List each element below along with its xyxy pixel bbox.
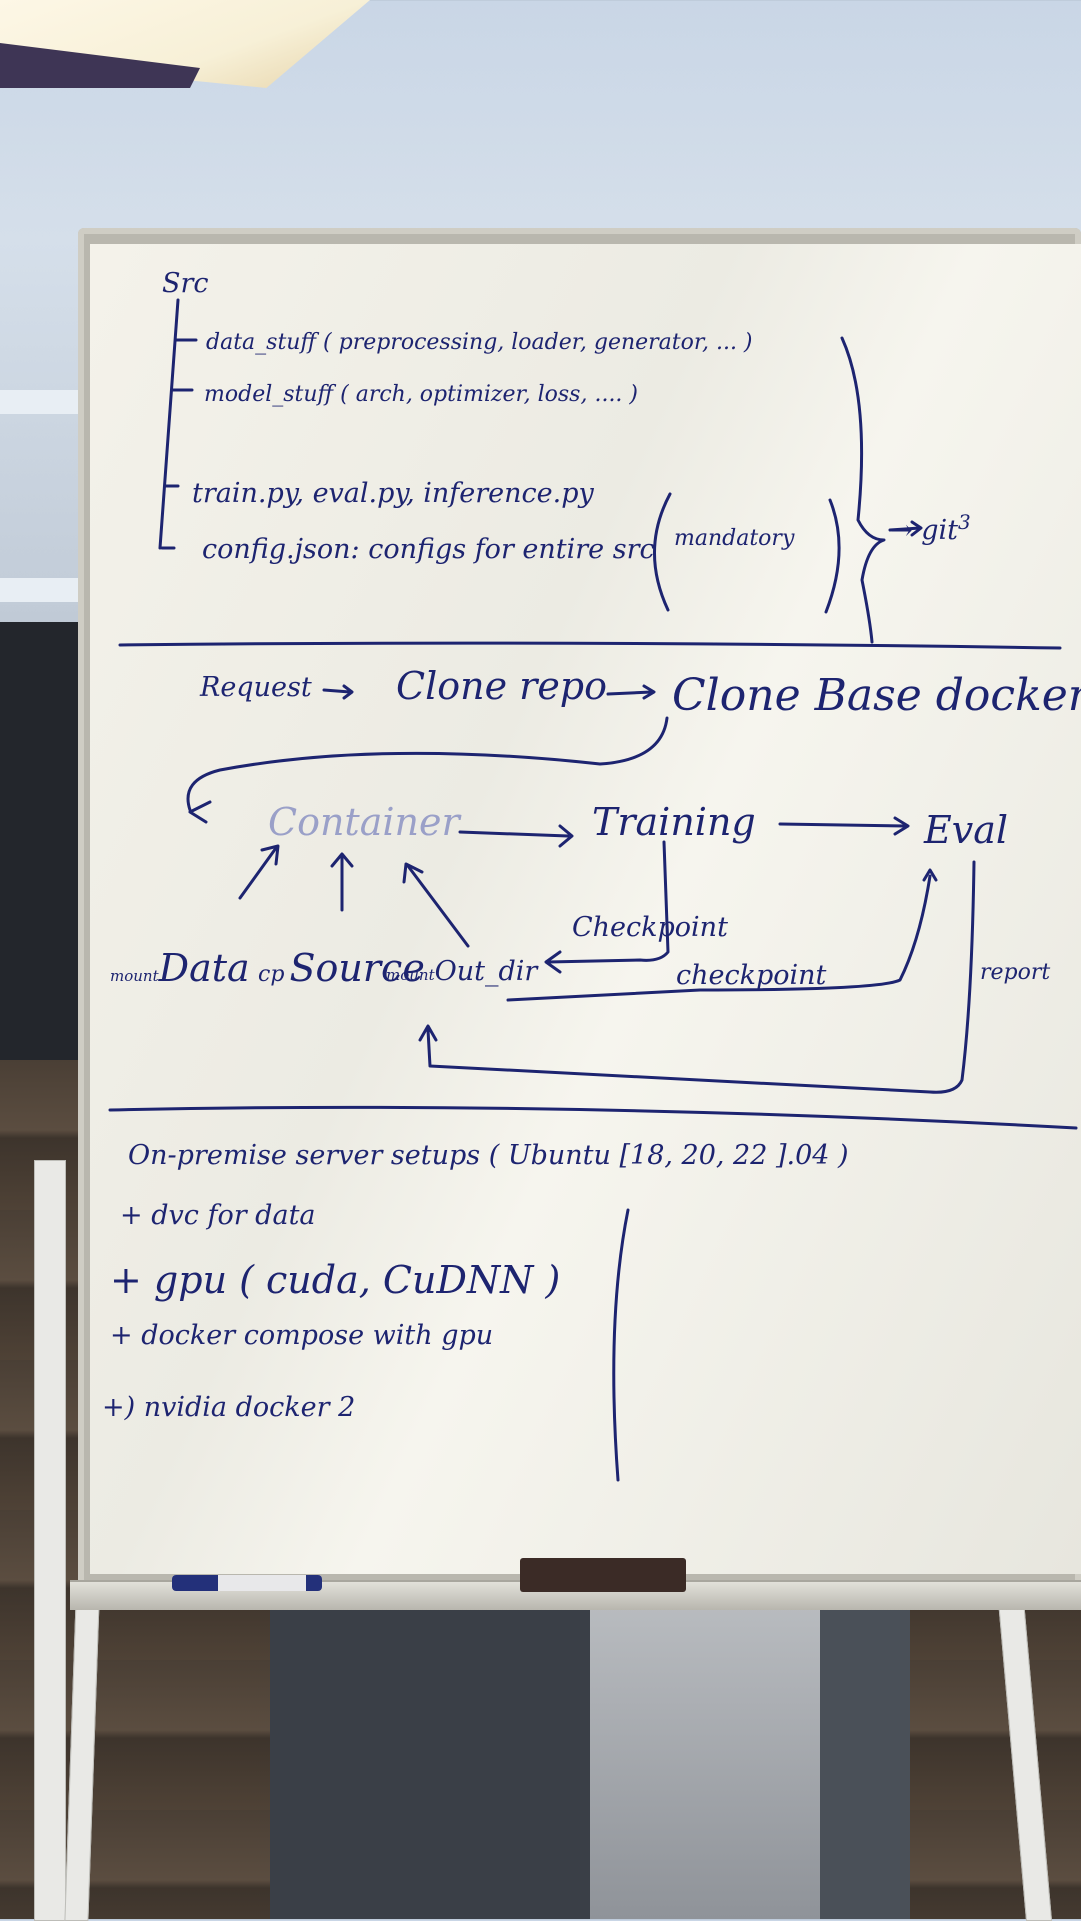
mandatory-open-paren: [653, 492, 672, 612]
mount-outdir-prefix: mount: [386, 966, 435, 984]
report-loop-line: [426, 860, 976, 1094]
section-divider-1: [118, 641, 1062, 650]
marker-cap: [172, 1575, 218, 1591]
data-up-arrow: [238, 846, 278, 900]
stand-shadow-panel: [270, 1610, 590, 1919]
container-to-training-arrow: [458, 830, 570, 838]
mandatory-close-paren: [824, 498, 841, 614]
repo-arrow-head: [642, 684, 656, 700]
report-loop-head: [418, 1024, 438, 1042]
big-brace: [840, 336, 886, 644]
checkpoint-eval-label: checkpoint: [676, 960, 827, 991]
clone-base-docker-label: Clone Base docker: [672, 670, 1081, 721]
request-arrow-head: [342, 684, 354, 700]
stand-left-leg: [34, 1160, 66, 1921]
training-label: Training: [592, 800, 756, 844]
setup-item-gpu: + gpu ( cuda, CuDNN ): [110, 1258, 561, 1302]
setup-item-docker-compose: + docker compose with gpu: [110, 1320, 494, 1351]
setup-item-nvidia-docker: +) nvidia docker 2: [102, 1392, 356, 1423]
cp-prefix: cp: [258, 962, 285, 987]
mount-outdir-group: mountOut_dir: [386, 956, 537, 987]
training-checkpoint-line: [546, 840, 670, 964]
container-label: Container: [268, 800, 460, 844]
git-arrow-text: → git: [890, 515, 958, 546]
source-up-arrow-head: [330, 852, 354, 868]
git-superscript: 3: [957, 510, 971, 534]
eval-checkpoint-head: [922, 868, 938, 882]
mount-data-group: mountData: [110, 946, 250, 990]
training-to-eval-arrow: [778, 822, 907, 828]
docker-loop-line: [186, 716, 669, 812]
container-to-training-head: [558, 824, 574, 848]
setup-item-dvc: + dvc for data: [120, 1200, 316, 1231]
git-arrow-head: [910, 520, 923, 537]
structure-item-scripts: train.py, eval.py, inference.py: [192, 478, 594, 509]
report-label: report: [980, 960, 1051, 985]
data-up-arrow-head: [260, 844, 280, 866]
git-label: → git3: [890, 510, 971, 546]
mount-data-prefix: mount: [110, 967, 159, 985]
outdir-up-arrow: [406, 864, 470, 948]
mandatory-label: mandatory: [674, 526, 795, 551]
eval-label: Eval: [924, 808, 1009, 852]
section-divider-2: [108, 1105, 1078, 1130]
data-label: Data: [158, 946, 250, 990]
training-to-eval-head: [893, 816, 910, 836]
outdir-up-arrow-head: [402, 862, 424, 884]
request-arrow: [322, 688, 352, 694]
tree-trunk-line: [158, 298, 180, 550]
request-label: Request: [200, 672, 312, 703]
clone-repo-label: Clone repo: [396, 664, 608, 708]
whiteboard-eraser[interactable]: [520, 1558, 686, 1592]
docker-loop-head: [188, 800, 212, 824]
git-arrow: [888, 526, 922, 532]
setup-title: On-premise server setups ( Ubuntu [18, 2…: [128, 1140, 849, 1171]
stand-shadow-panel: [820, 1610, 910, 1919]
out-dir-label: Out_dir: [434, 956, 538, 987]
repo-arrow: [606, 690, 654, 696]
whiteboard: [90, 244, 1081, 1574]
structure-item-data: data_stuff ( preprocessing, loader, gene…: [206, 330, 753, 355]
structure-item-config: config.json: configs for entire src: [202, 534, 655, 565]
checkpoint-training-label: Checkpoint: [572, 912, 728, 943]
marker-end: [306, 1575, 322, 1591]
cp-source-group: cp Source: [258, 946, 425, 990]
structure-item-model: model_stuff ( arch, optimizer, loss, ...…: [204, 382, 639, 407]
setup-divider-line: [612, 1208, 630, 1482]
eval-checkpoint-line: [506, 874, 932, 1002]
training-checkpoint-head: [544, 950, 562, 974]
src-root-label: Src: [162, 268, 209, 299]
source-label: Source: [289, 946, 425, 990]
